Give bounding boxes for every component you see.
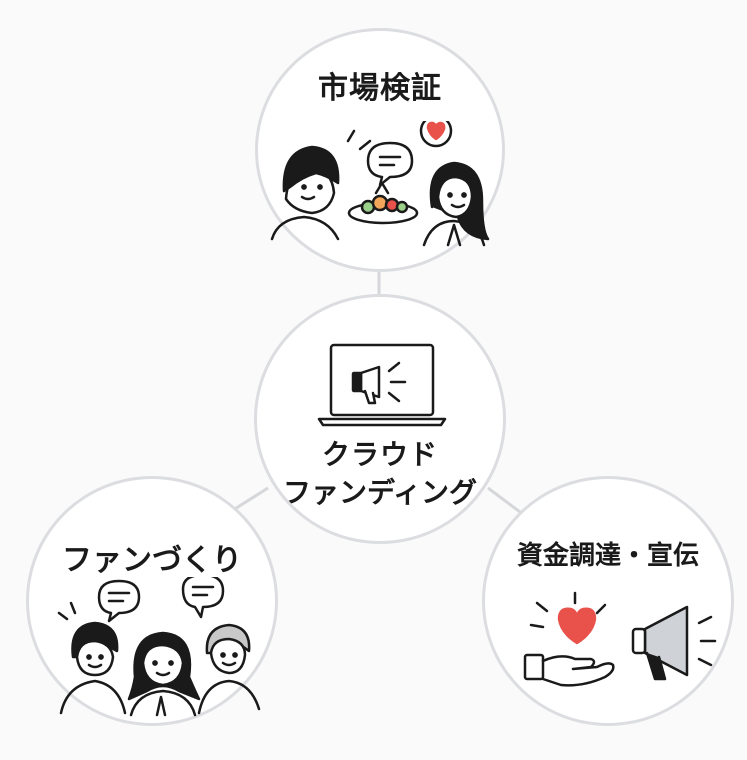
node-funding-promotion: 資金調達・宣伝 [482, 476, 734, 726]
node-market-validation: 市場検証 [255, 28, 505, 272]
node-funding-promotion-label: 資金調達・宣伝 [516, 541, 699, 571]
hand-heart-megaphone-icon [523, 591, 717, 687]
connector-right [487, 486, 521, 514]
fans-group-icon [57, 577, 261, 717]
node-fan-building: ファンづくり [26, 476, 278, 726]
tasting-people-icon [270, 121, 490, 247]
node-crowdfunding: クラウド ファンディング [254, 294, 506, 544]
laptop-megaphone-icon [317, 343, 447, 427]
node-fan-building-label: ファンづくり [62, 543, 242, 578]
node-crowdfunding-line1: クラウド [321, 438, 438, 471]
node-market-validation-label: 市場検証 [318, 71, 442, 106]
node-crowdfunding-line2: ファンディング [282, 476, 478, 509]
